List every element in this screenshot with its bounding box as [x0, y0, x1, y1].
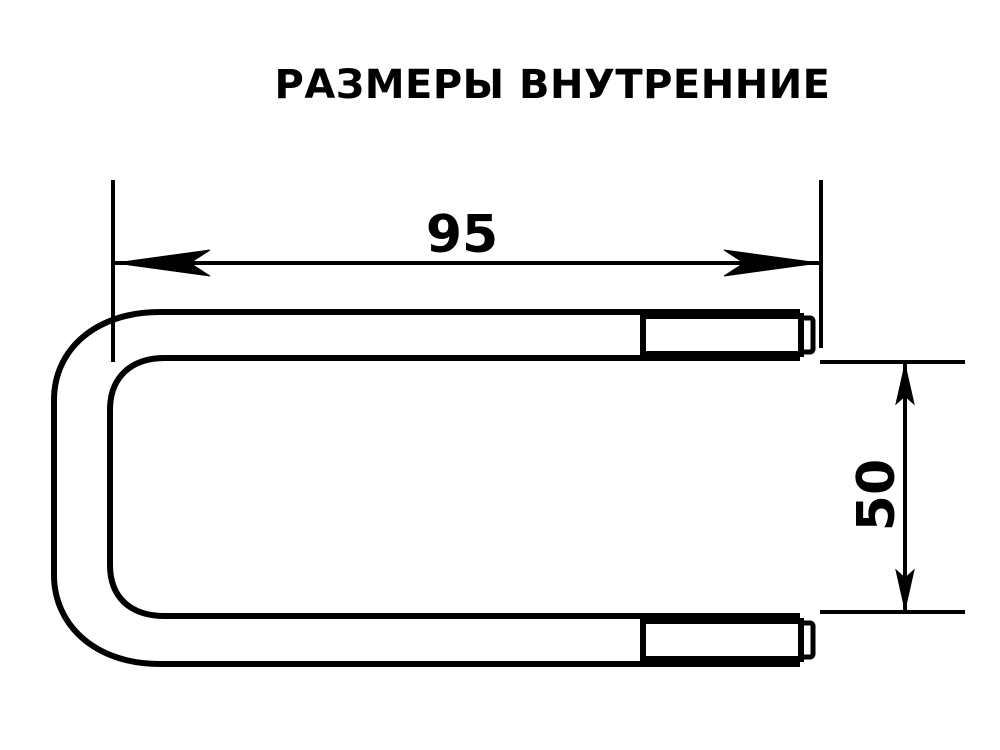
thread-bottom [640, 618, 816, 662]
arrow-down-icon [895, 568, 915, 611]
thread-top [640, 313, 816, 357]
outer-contour [51, 309, 800, 667]
arrow-right-icon [723, 249, 820, 277]
dimension-height [820, 360, 965, 614]
diagram-title: РАЗМЕРЫ ВНУТРЕННИЕ [274, 62, 831, 108]
arrow-left-icon [114, 249, 211, 277]
dimension-label-width: 95 [426, 205, 498, 265]
dimension-width [111, 180, 823, 362]
arrow-up-icon [895, 363, 915, 406]
dimension-label-height: 50 [847, 459, 907, 531]
inner-contour [107, 355, 800, 619]
u-bolt-outline [51, 309, 800, 667]
